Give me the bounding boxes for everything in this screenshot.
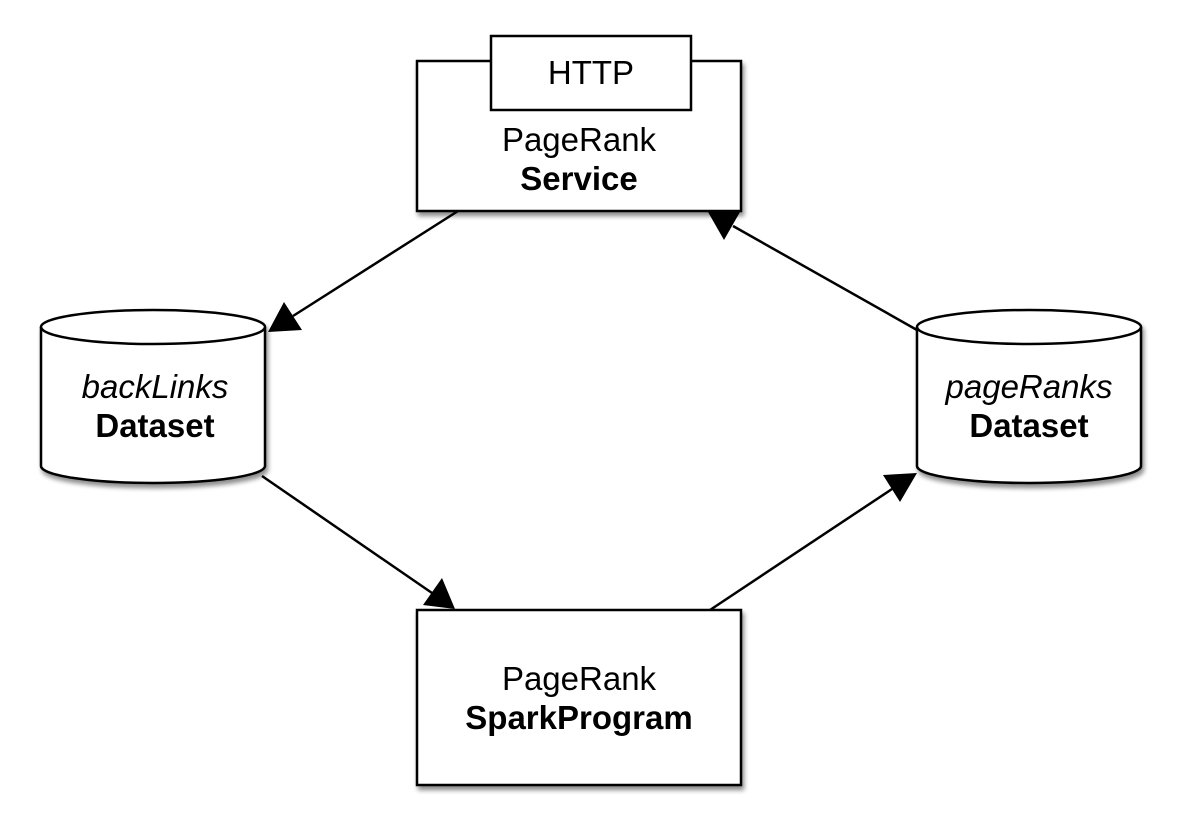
backlinks-title-line2: Dataset <box>95 407 214 444</box>
pagerank-service-node: HTTP PageRank Service <box>415 34 743 213</box>
backlinks-cylinder-rim <box>39 326 267 346</box>
arrowhead-backlinks <box>268 302 302 332</box>
spark-title-line2: SparkProgram <box>465 699 692 736</box>
edge-spark-to-pageranks <box>709 487 893 612</box>
service-title-line1: PageRank <box>502 121 657 158</box>
pageranks-title-line1: pageRanks <box>945 368 1113 405</box>
edge-service-to-backlinks <box>292 209 459 318</box>
arrowhead-service <box>708 212 740 240</box>
arrowhead-pageranks <box>883 473 917 502</box>
edge-pageranks-to-service <box>732 224 918 332</box>
pageranks-title-line2: Dataset <box>969 407 1088 444</box>
spark-program-node: PageRank SparkProgram <box>415 608 743 787</box>
spark-program-box <box>415 608 743 787</box>
edge-backlinks-to-spark <box>261 474 433 595</box>
http-port-box <box>489 34 693 112</box>
pageranks-dataset-node: pageRanks Dataset <box>915 308 1143 485</box>
backlinks-title-line1: backLinks <box>82 368 229 405</box>
edges-group <box>261 209 918 612</box>
backlinks-dataset-node: backLinks Dataset <box>39 308 267 485</box>
spark-title-line1: PageRank <box>502 660 657 697</box>
arrowhead-spark <box>423 578 455 609</box>
backlinks-cylinder-body <box>39 308 267 485</box>
pageranks-cylinder-rim <box>915 326 1143 346</box>
pageranks-cylinder-body <box>915 308 1143 485</box>
http-port-label: HTTP <box>548 54 634 91</box>
service-title-line2: Service <box>520 160 637 197</box>
